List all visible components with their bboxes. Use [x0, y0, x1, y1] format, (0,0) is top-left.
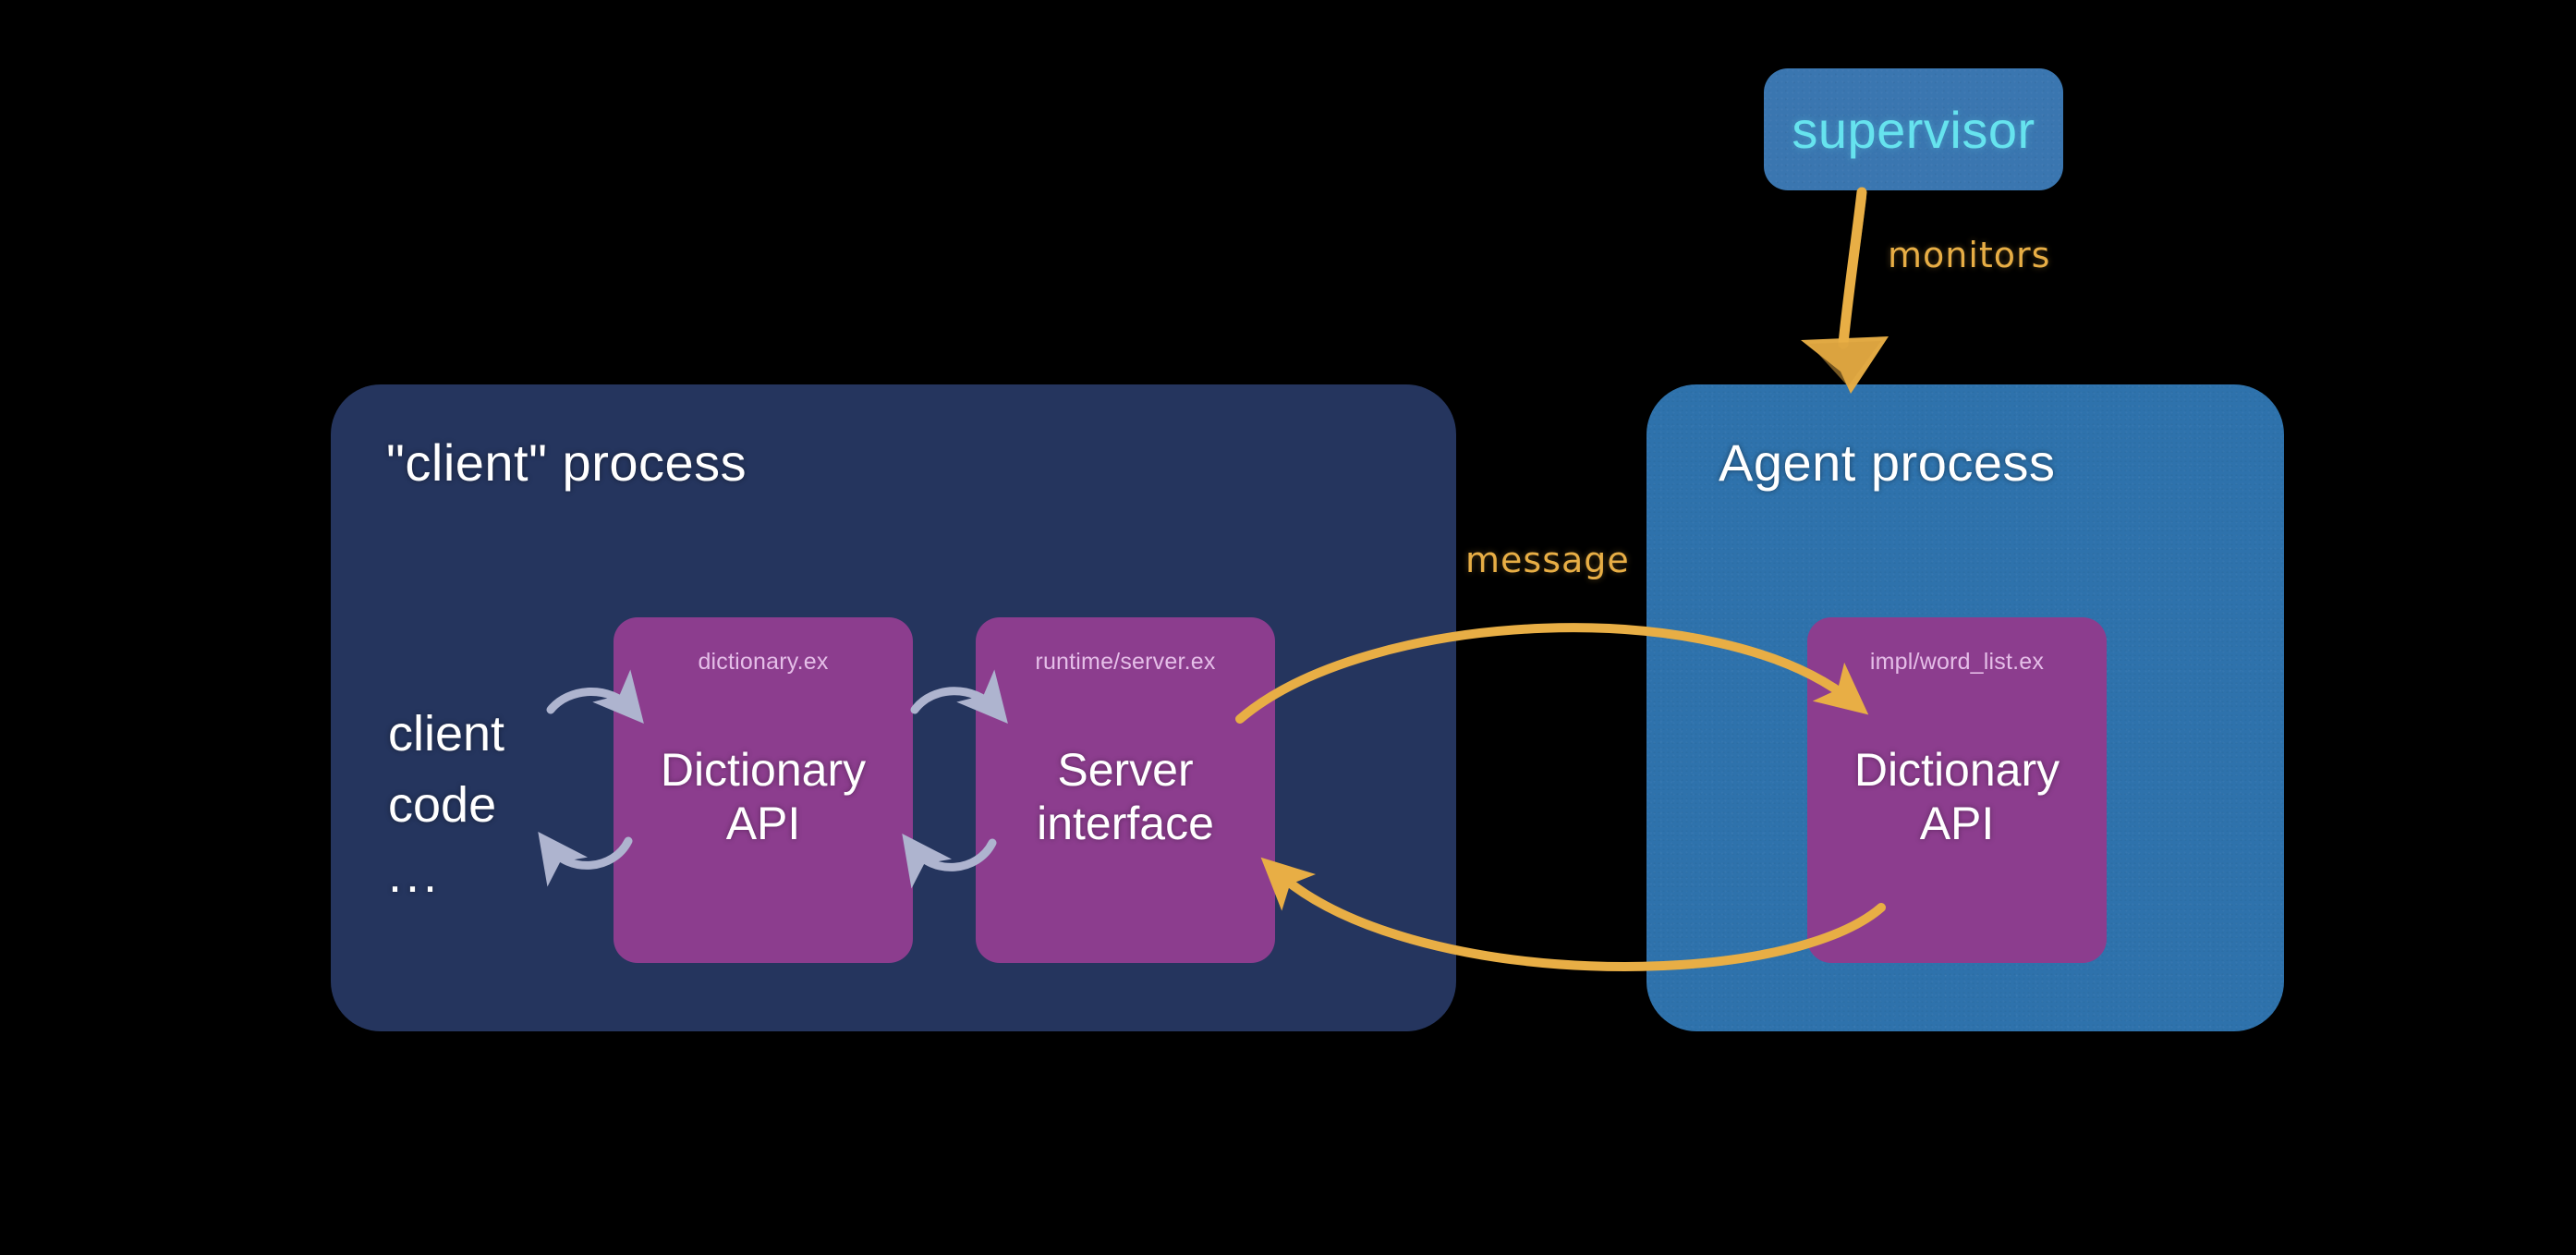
module-name-label: Server interface	[976, 743, 1275, 850]
client-process-title: "client" process	[386, 433, 747, 492]
client-code-line-1: client	[388, 706, 505, 762]
module-name-line-1: Dictionary	[660, 743, 867, 796]
module-name-label: Dictionary API	[1807, 743, 2107, 850]
annotation-monitors: monitors	[1888, 235, 2051, 275]
module-name-label: Dictionary API	[614, 743, 913, 850]
module-card-impl-word-list-ex: impl/word_list.ex Dictionary API	[1807, 617, 2107, 963]
agent-process-title: Agent process	[1719, 433, 2056, 492]
annotation-message: message	[1465, 540, 1630, 580]
client-code-ellipsis: ...	[388, 847, 442, 904]
module-card-dictionary-ex: dictionary.ex Dictionary API	[614, 617, 913, 963]
module-file-label: dictionary.ex	[698, 649, 829, 675]
client-code-label: client code ...	[388, 699, 504, 911]
module-name-line-1: Dictionary	[1853, 743, 2060, 796]
module-name-line-2: API	[725, 797, 801, 849]
connector-supervisor-monitors	[1801, 187, 1889, 394]
supervisor-label: supervisor	[1792, 100, 2035, 159]
module-name-line-1: Server	[1057, 743, 1194, 796]
client-code-line-2: code	[388, 776, 497, 833]
module-name-line-2: interface	[1037, 797, 1214, 849]
module-name-line-2: API	[1919, 797, 1995, 849]
module-file-label: impl/word_list.ex	[1869, 649, 2045, 675]
supervisor-node: supervisor	[1764, 68, 2063, 190]
module-file-label: runtime/server.ex	[1035, 649, 1216, 675]
module-card-runtime-server-ex: runtime/server.ex Server interface	[976, 617, 1275, 963]
